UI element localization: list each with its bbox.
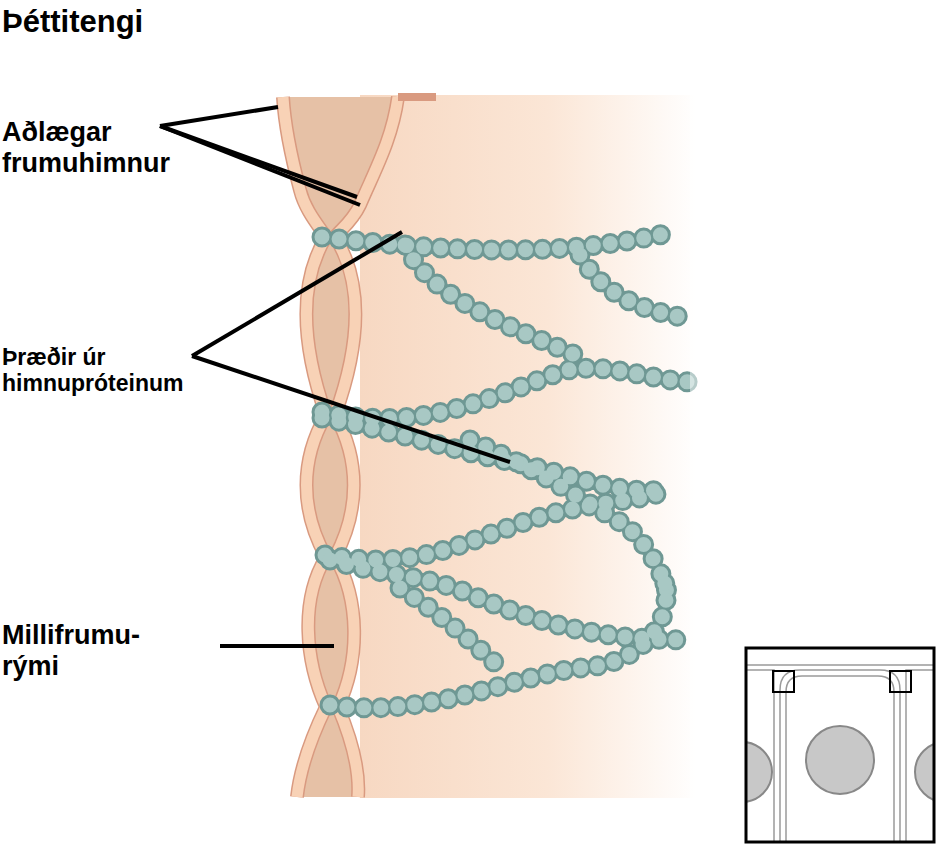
part-label: Þræðir úr himnupróteinum [2, 344, 232, 397]
cell-cytoplasm [360, 95, 700, 798]
inset-frame [746, 648, 934, 842]
cell-membrane [283, 97, 326, 797]
part-label: Millifrumu- rými [2, 620, 172, 682]
cell-membrane [283, 97, 326, 797]
intercellular-space [283, 97, 398, 797]
protein-strands [322, 233, 690, 708]
cell-membrane [398, 93, 436, 101]
cell-membrane [335, 97, 398, 797]
leader-line [160, 107, 510, 646]
fade-edge [690, 95, 730, 798]
location-inset [747, 649, 933, 841]
cell-membrane [335, 97, 398, 797]
diagram-title: Þéttitengi [2, 4, 143, 40]
part-label: Aðlægar frumuhimnur [2, 117, 222, 179]
